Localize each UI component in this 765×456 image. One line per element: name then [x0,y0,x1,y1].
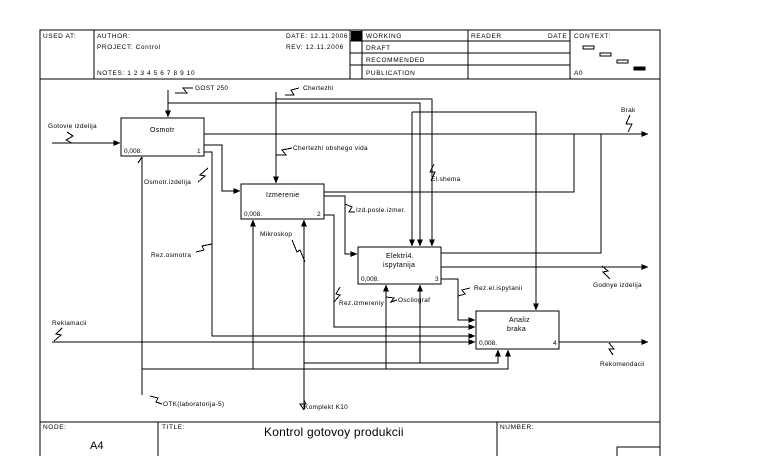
box-izmerenie-title: Izmerenie [266,192,299,199]
box-elektr-number: 3 [435,276,439,283]
squiggle-chertezhi [285,87,300,96]
label-otk: OTK(laboratorija-5) [163,401,224,408]
squiggle-rez-izmereniy [333,286,341,303]
squiggle-mikroskop [291,239,306,263]
project-label: PROJECT: Control [97,44,161,51]
label-mikroskop: Mikroskop [260,231,292,238]
squiggle-rekomendacii [608,342,616,356]
header-frame [39,29,661,456]
box-analiz-braka[interactable]: Analiz braka 0,008. 4 [475,310,560,350]
squiggle-komplekt [299,399,307,411]
context-node: A0 [574,70,583,77]
squiggle-gost [175,87,193,94]
arrow-rez-el [441,278,476,323]
box-analiz-title2: braka [507,326,526,333]
label-rekomendacii: Rekomendacii [600,361,645,368]
arrow-otk [141,349,511,395]
squiggle-rez-el [457,287,471,297]
label-chertezhi: Chertezhi [303,85,334,92]
label-osmotr-izdelija: Osmotr.izdelija [144,179,191,186]
label-rez-el: Rez.el.ispytanii [474,285,523,292]
label-rez-izmereniy: Rez.izmereniy [339,300,385,307]
label-reklamacii: Reklamacii [52,320,87,327]
box-osmotr-title: Osmotr [150,127,175,134]
box-elektr-title2: ispytanija [383,262,415,269]
squiggle-gotovie [64,131,74,144]
box-analiz-number: 4 [553,340,557,347]
arrow-elektr-brak [441,134,602,254]
squiggle-chertezhi-obshego [276,147,293,156]
reader-label: READER [471,33,502,40]
box-osmotr-cost: 0,008. [124,148,142,155]
date-label: DATE: 12.11.2006 [286,33,348,40]
box-analiz-title: Analiz [509,317,530,324]
arrow-el-shema [412,111,539,311]
arrow-chertezhi [275,92,435,247]
label-brak: Brak [621,107,636,114]
used-at-label: USED AT: [43,33,76,40]
squiggle-osmotr-izdelija [197,167,209,183]
squiggle-el-shema [429,163,436,182]
label-chertezhi-obshego: Chertezhi obshego vida [293,145,368,152]
status-publication: PUBLICATION [366,70,415,77]
status-draft: DRAFT [366,45,391,52]
arrow-komplekt [303,349,501,410]
arrow-izmerenie-brak [324,134,575,193]
working-status-marker [351,31,362,41]
status-working: WORKING [366,33,402,40]
author-label: AUTHOR: [97,33,130,40]
number-label: NUMBER: [500,424,534,431]
squiggle-reklamacii [53,327,63,342]
box-elektr-cost: 0,008. [361,276,379,283]
box-analiz-cost: 0,008. [479,340,497,347]
context-diagram [582,45,646,71]
label-komplekt: Komplekt K10 [304,404,348,411]
squiggle-rez-osmotra [195,243,213,253]
context-label: CONTEXT: [574,33,611,40]
diagram-title: Kontrol gotovoy produkcii [264,425,404,439]
title-label: TITLE: [162,424,185,431]
notes-label: NOTES: 1 2 3 4 5 6 7 8 9 10 [97,70,195,77]
squiggle-brak [625,114,633,133]
footer-frame [40,421,661,456]
label-gost: GOST 250 [195,85,228,92]
reader-date-label: DATE [548,33,567,40]
label-rez-osmotra: Rez.osmotra [151,252,191,259]
arrow-osmotr-izdelija [204,144,241,194]
arrow-izd-posle-izmer [324,195,358,257]
squiggle-oscilograf [385,296,398,303]
box-osmotr[interactable]: Osmotr 0,008. 1 [120,117,205,157]
box-osmotr-number: 1 [197,148,201,155]
label-el-shema: El.shema [431,176,461,183]
box-izmerenie-number: 2 [317,211,321,218]
node-label: NODE: [43,424,67,431]
box-elektr-title: Elektri4. [386,253,414,260]
arrow-rez-izmereniy [324,214,476,330]
label-godnye: Godnye izdelija [593,282,642,289]
arrow-rez-osmotra-tick [137,156,143,164]
rev-label: REV: 12.11.2006 [286,44,344,51]
box-izmerenie-cost: 0,008. [244,211,262,218]
squiggle-godnye [601,265,611,280]
label-izd-posle: Izd.posle.izmer. [356,207,406,214]
node-value: A4 [90,440,103,452]
label-oscilograf: Oscilograf [398,297,430,304]
squiggle-izd-posle [344,203,355,213]
squiggle-otk [149,395,163,405]
box-elektr-ispytanija[interactable]: Elektri4. ispytanija 0,008. 3 [357,246,442,285]
label-gotovie: Gotovie izdelija [48,123,97,130]
arrow-gost [167,90,423,247]
box-izmerenie[interactable]: Izmerenie 0,008. 2 [240,183,325,220]
status-recommended: RECOMMENDED [366,57,425,64]
